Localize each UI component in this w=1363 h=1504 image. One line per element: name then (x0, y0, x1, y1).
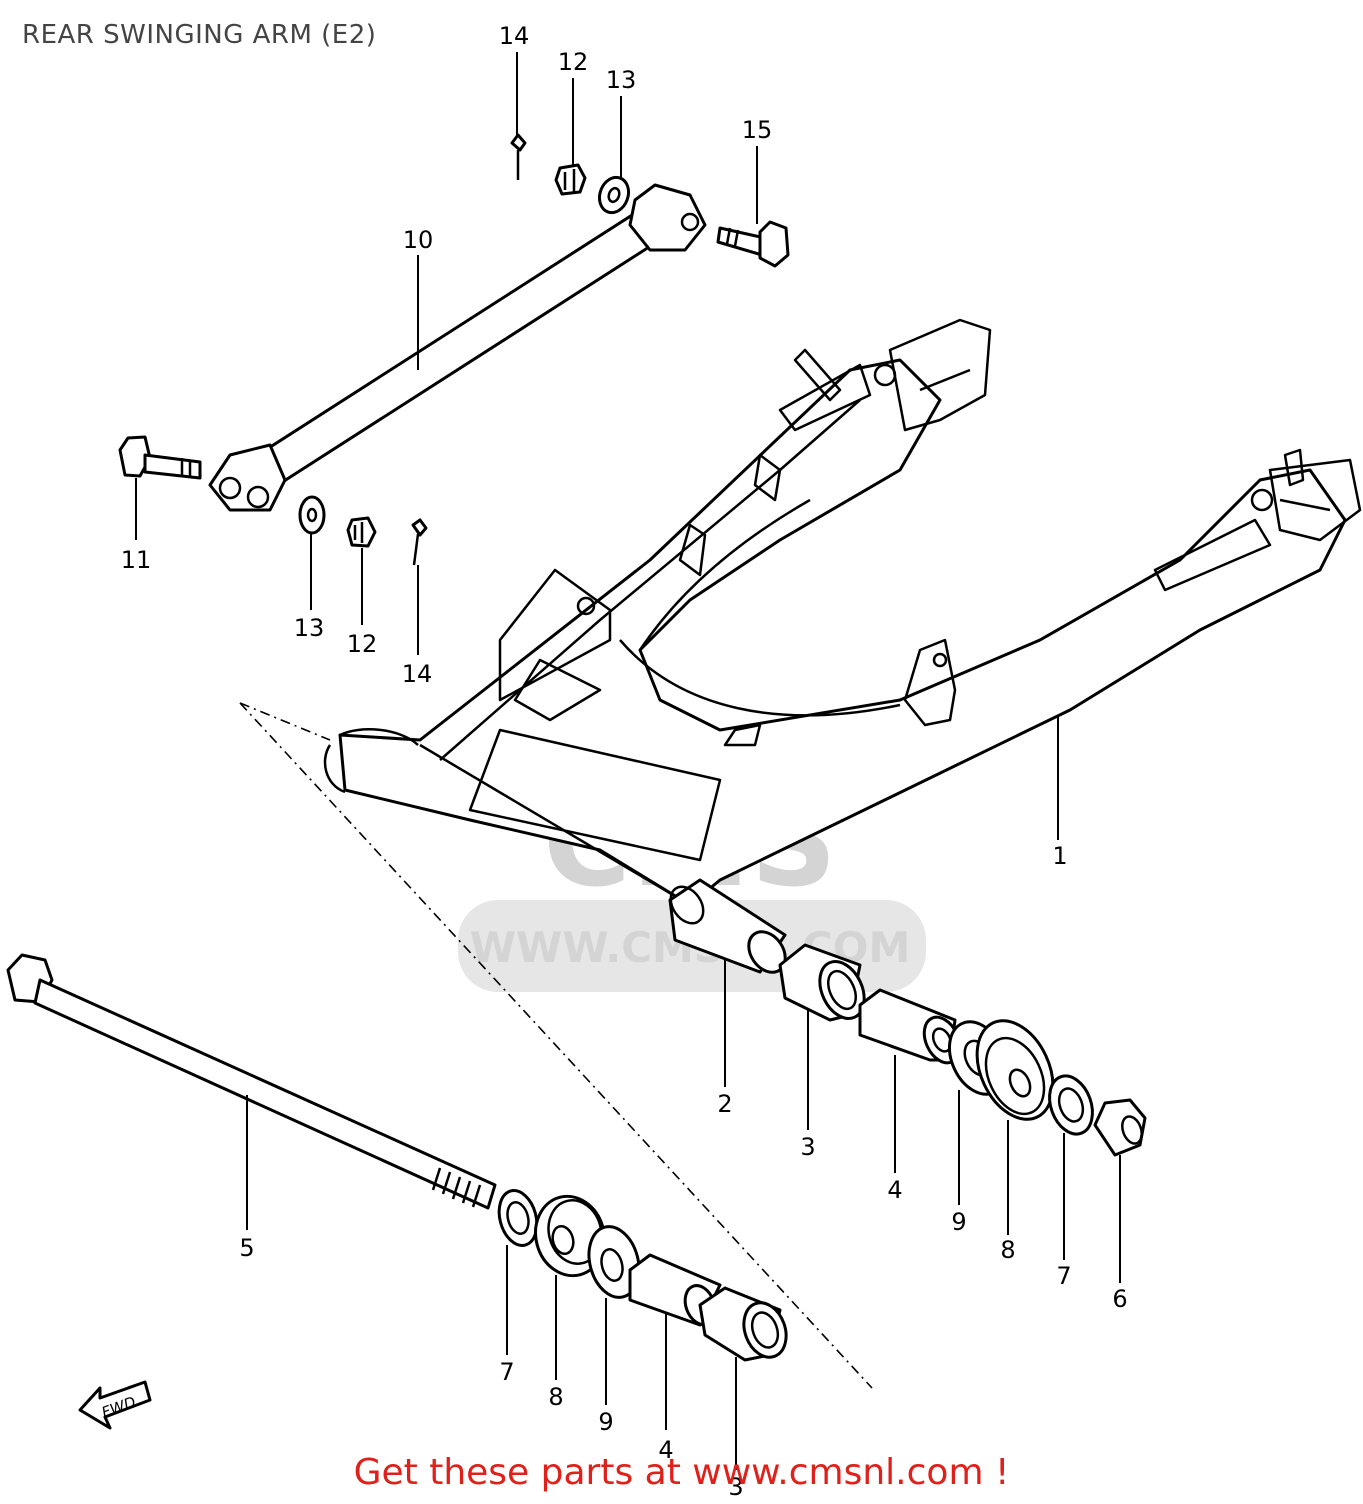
callout-8-left: 8 (548, 1383, 563, 1411)
bearing-right (778, 943, 866, 1022)
callout-7-left: 7 (499, 1358, 514, 1386)
leader-lines (135, 52, 1121, 1470)
washer-13-upper (597, 175, 631, 215)
callout-14-upper: 14 (499, 22, 530, 50)
diagram-title: REAR SWINGING ARM (E2) (22, 20, 377, 50)
washer-13-lower-hole (306, 507, 318, 523)
nut-12-lower (346, 516, 377, 548)
swinging-arm (323, 318, 1362, 907)
callout-13-upper: 13 (606, 66, 637, 94)
callout-1: 1 (1052, 842, 1067, 870)
cap-8-left (534, 1194, 606, 1278)
bolt-15 (716, 220, 790, 268)
callout-2: 2 (717, 1090, 732, 1118)
nut-12-upper (554, 163, 587, 196)
pivot-nut (1093, 1098, 1147, 1157)
callout-11: 11 (121, 546, 152, 574)
cap-8-right (975, 1019, 1055, 1121)
fwd-arrow: FWD (78, 1380, 152, 1430)
callout-4-left: 4 (658, 1436, 673, 1464)
bearing-left (698, 1286, 788, 1362)
washer-13-upper-hole (607, 186, 621, 204)
bolt-11 (118, 435, 202, 480)
footer-link-text[interactable]: Get these parts at www.cmsnl.com ! (353, 1452, 1010, 1493)
callout-3-right: 3 (800, 1133, 815, 1161)
callout-3-left: 3 (728, 1473, 743, 1500)
callout-5: 5 (239, 1234, 254, 1262)
callout-6: 6 (1112, 1285, 1127, 1313)
callout-14-lower: 14 (402, 660, 433, 688)
callout-12-upper: 12 (558, 48, 589, 76)
callout-10: 10 (403, 226, 434, 254)
callout-8-right: 8 (1000, 1236, 1015, 1264)
pivot-axis-line-long (239, 702, 873, 1389)
cotter-pin-14-lower (411, 518, 428, 566)
callout-labels: 1 2 3 4 9 8 7 6 5 7 8 9 4 3 10 11 13 12 … (121, 22, 1128, 1501)
callout-12-lower: 12 (347, 630, 378, 658)
washer-7-right (1048, 1074, 1094, 1136)
callout-7-right: 7 (1056, 1262, 1071, 1290)
callout-15: 15 (742, 116, 773, 144)
callout-13-lower: 13 (294, 614, 325, 642)
callout-9-right: 9 (951, 1208, 966, 1236)
callout-9-left: 9 (598, 1408, 613, 1436)
washer-9-left (587, 1225, 641, 1299)
torque-link (208, 183, 707, 512)
cotter-pin-14-upper (510, 133, 527, 180)
callout-4-right: 4 (887, 1176, 902, 1204)
washer-7-left (497, 1189, 539, 1247)
pivot-axis-line (239, 702, 331, 741)
pivot-shaft (6, 953, 497, 1210)
washer-13-lower (298, 495, 326, 535)
